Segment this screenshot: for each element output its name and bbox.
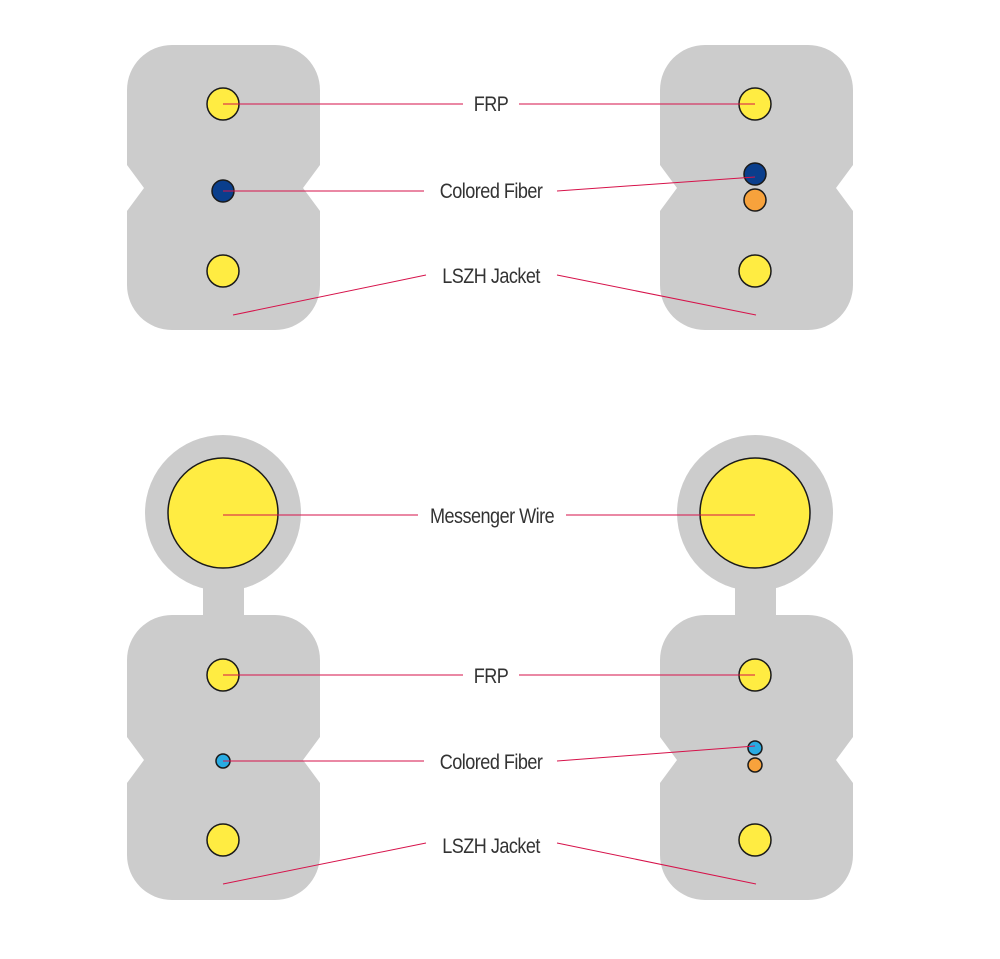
messenger-wire: [699, 457, 811, 569]
jacket-leader-right: [556, 842, 757, 885]
top-diagram: FRP Colored Fiber LSZH Jacket: [127, 45, 853, 330]
fiber-leader-right: [556, 176, 756, 192]
top-left-cable: [127, 45, 320, 330]
messenger-wire-label: Messenger Wire: [430, 505, 555, 529]
bottom-right-cable: [660, 435, 853, 900]
frp-label: FRP: [474, 665, 509, 689]
colored-fiber-orange: [747, 757, 763, 773]
lszh-jacket-body: [660, 45, 853, 330]
frp-rod: [206, 254, 240, 288]
frp-rod: [738, 823, 772, 857]
bottom-left-cable: [127, 435, 320, 900]
top-right-cable: [660, 45, 853, 330]
frp-rod: [206, 823, 240, 857]
frp-label: FRP: [474, 93, 509, 117]
colored-fiber-light-blue: [747, 740, 763, 756]
jacket-leader-right: [556, 274, 757, 316]
top-leader-lines: [223, 103, 757, 316]
bottom-diagram: Messenger Wire FRP Colored Fiber LSZH Ja…: [127, 435, 853, 900]
jacket-leader-left: [222, 842, 427, 885]
fiber-leader-right: [556, 745, 756, 762]
colored-fiber-label: Colored Fiber: [440, 180, 544, 204]
lszh-jacket-label: LSZH Jacket: [442, 265, 541, 289]
colored-fiber-orange: [743, 188, 767, 212]
colored-fiber-dark-blue: [743, 162, 767, 186]
jacket-leader-left: [232, 274, 427, 316]
bottom-leader-lines: [222, 514, 757, 885]
frp-rod: [738, 254, 772, 288]
colored-fiber-label: Colored Fiber: [440, 751, 544, 775]
lszh-jacket-label: LSZH Jacket: [442, 835, 541, 859]
messenger-wire: [167, 457, 279, 569]
